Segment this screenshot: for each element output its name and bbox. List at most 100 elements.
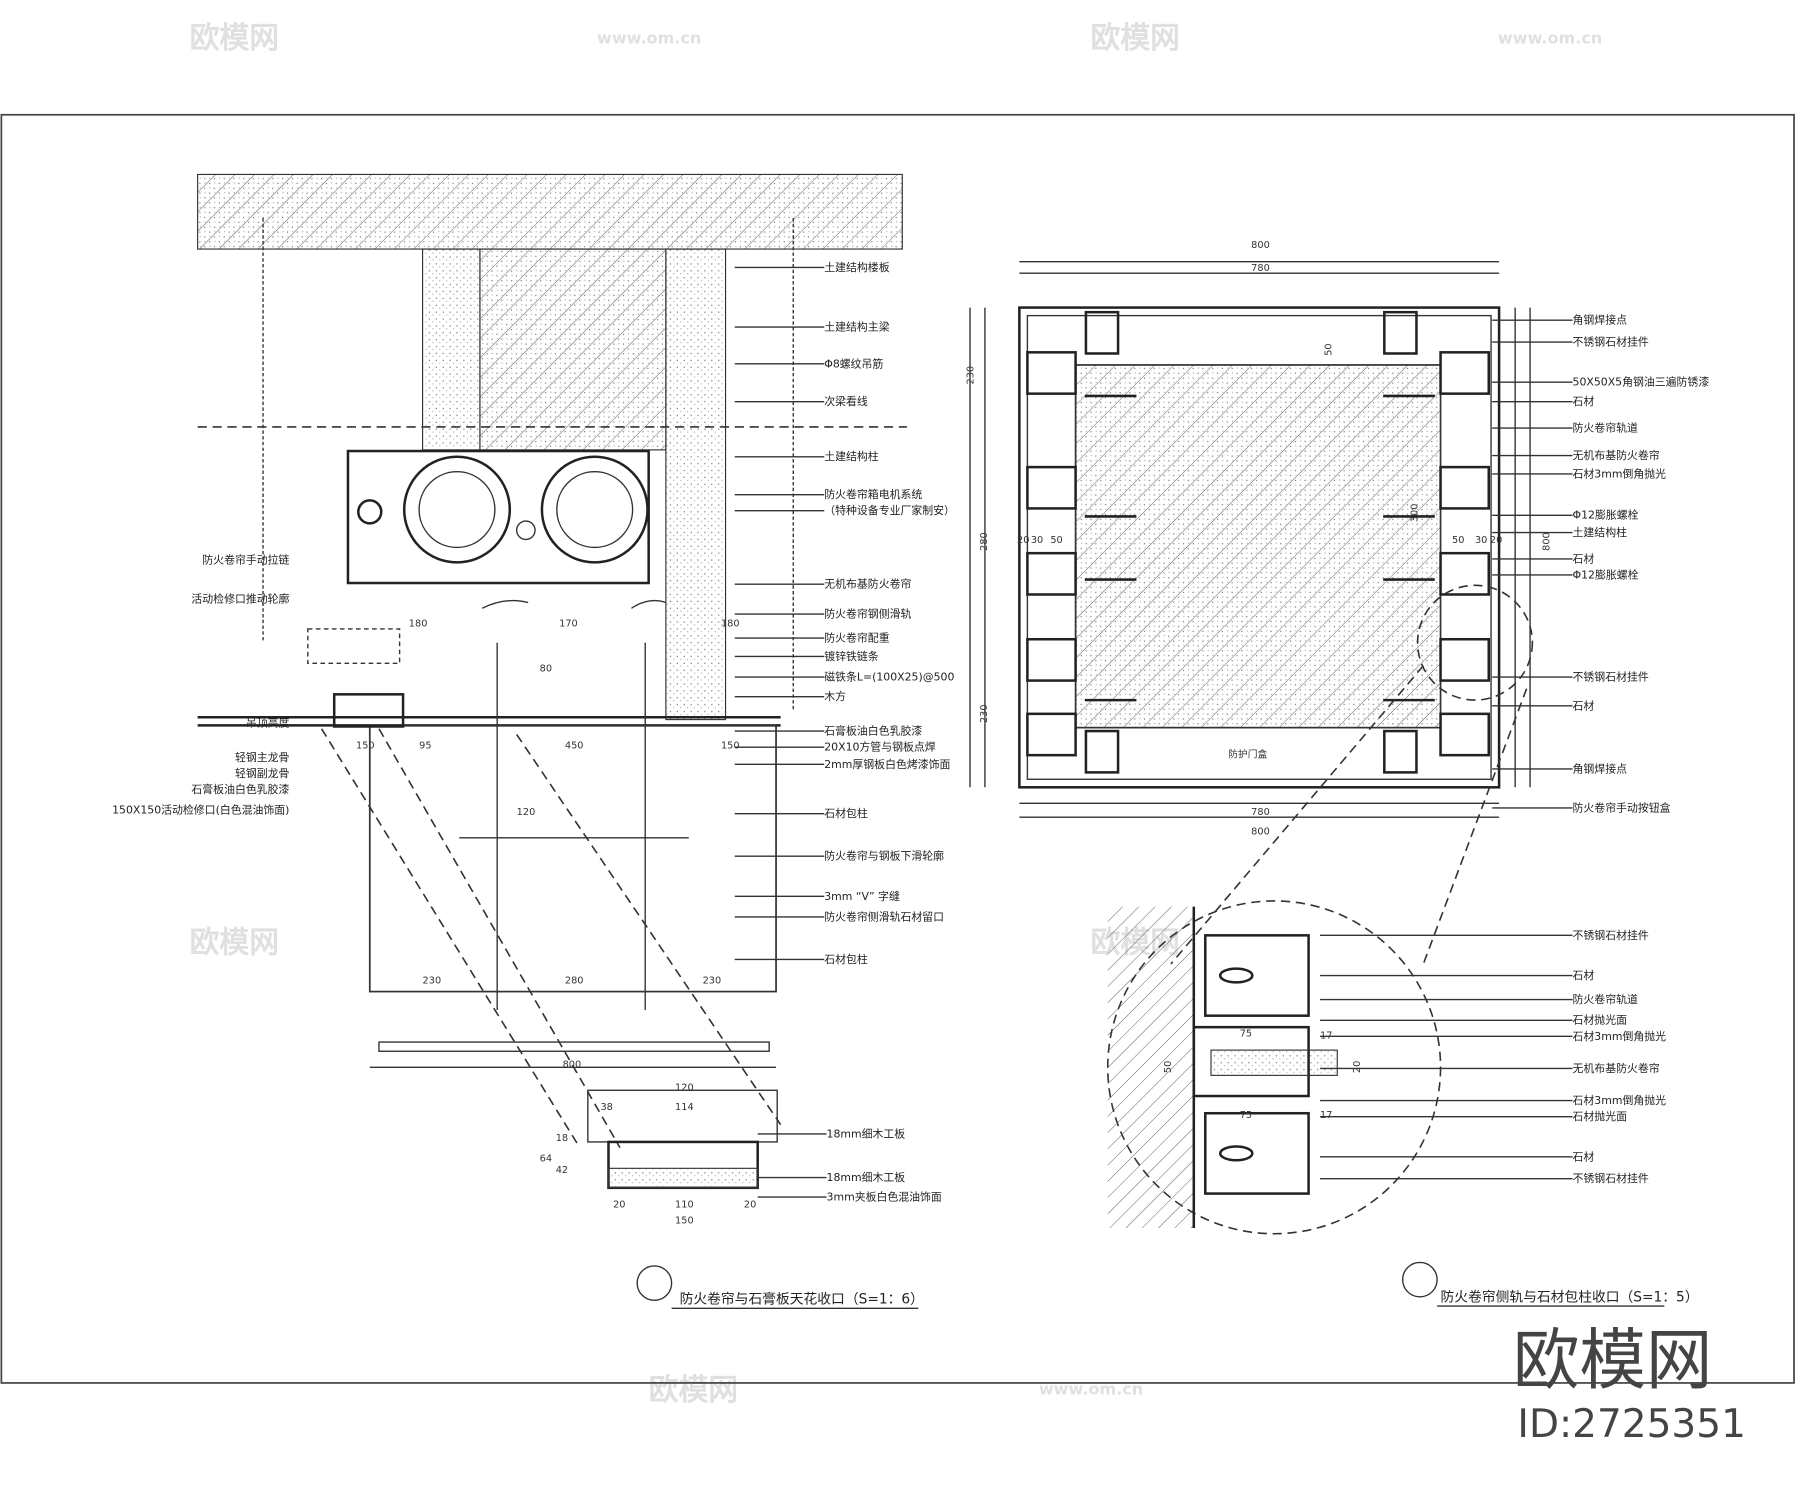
stone-bracket — [1026, 551, 1077, 596]
callout-label: 防火卷帘配重 — [824, 631, 889, 645]
callout-label: 不锈钢石材挂件 — [1573, 928, 1649, 942]
callout-label: 3mm “V” 字缝 — [824, 889, 900, 903]
callout-label: 20X10方管与钢板点焊 — [824, 740, 936, 754]
detail-marker-icon — [636, 1265, 673, 1301]
dim: 80 — [540, 663, 552, 674]
watermark-logo: 欧模网 — [1091, 21, 1180, 56]
dim: 20 — [613, 1199, 625, 1210]
callout-label: 角钢焊接点 — [1573, 761, 1628, 775]
dim: 150 — [721, 740, 740, 751]
dim: 18 — [556, 1133, 568, 1144]
detail-1-title-text: 防火卷帘与石膏板天花收口（S=1：6） — [680, 1291, 924, 1308]
dim: 75 — [1240, 1028, 1252, 1039]
callout-label: 防火卷帘钢侧滑轨 — [824, 606, 911, 620]
callout-label: 石材3mm倒角抛光 — [1573, 1093, 1667, 1107]
dim: 114 — [675, 1102, 694, 1113]
dim: 20 — [1017, 535, 1029, 546]
watermark-logo: 欧模网 — [649, 1373, 738, 1408]
callout-label: 轻钢副龙骨 — [235, 766, 290, 780]
detail-2-labels: 角钢焊接点不锈钢石材挂件50X50X5角钢油三遍防锈漆石材防火卷帘轨道无机布基防… — [1492, 313, 1710, 814]
callout-label: Φ8螺纹吊筋 — [824, 356, 883, 370]
detail-2-title-text: 防火卷帘侧轨与石材包柱收口（S=1：5） — [1441, 1289, 1699, 1305]
stone-bracket — [1439, 351, 1491, 395]
callout-label: 150X150活动检修口(白色混油饰面) — [112, 803, 289, 817]
callout-label: 50X50X5角钢油三遍防锈漆 — [1573, 375, 1710, 389]
callout-label: 石材包柱 — [824, 952, 868, 966]
brand-logo-text: 欧模网 — [1513, 1321, 1713, 1399]
callout-label: 防火卷帘轨道 — [1573, 992, 1638, 1006]
callout-label: 镀锌铁链条 — [824, 649, 879, 663]
callout-label: 不锈钢石材挂件 — [1573, 670, 1649, 684]
callout-label: 土建结构主梁 — [824, 320, 889, 334]
dim: 95 — [419, 740, 431, 751]
callout-label: 石材3mm倒角抛光 — [1573, 1029, 1667, 1043]
callout-label: 石膏板油白色乳胶漆 — [824, 724, 922, 738]
callout-label: 石材3mm倒角抛光 — [1573, 466, 1667, 480]
detail-1-labels-right: 土建结构楼板土建结构主梁Φ8螺纹吊筋次梁看线土建结构柱防火卷帘箱电机系统（特种设… — [734, 260, 955, 966]
stone-bracket — [1439, 712, 1491, 757]
dim: 120 — [675, 1082, 694, 1093]
stone-bracket — [1026, 637, 1077, 682]
dim: 20 — [1490, 535, 1502, 546]
callout-label: 不锈钢石材挂件 — [1573, 1171, 1649, 1185]
callout-label: 木方 — [824, 689, 846, 703]
dim: 800 — [563, 1059, 582, 1070]
callout-label: 无机布基防火卷帘 — [1573, 448, 1660, 462]
watermark-logo: 欧模网 — [190, 21, 279, 56]
sheet-border — [0, 113, 1795, 1384]
callout-label: 轻钢主龙骨 — [235, 750, 290, 764]
callout-label: 石材 — [1573, 1149, 1595, 1163]
callout-label: 3mm夹板白色混油饰面 — [827, 1189, 942, 1203]
dim: 300 — [1410, 504, 1421, 523]
detail-1-dimensions: 180 170 180 150 95 450 150 120 80 230 28… — [356, 619, 756, 1227]
stone-bracket — [1026, 712, 1077, 757]
callout-label: 18mm细木工板 — [827, 1126, 906, 1140]
dim: 230 — [423, 976, 442, 987]
dim: 230 — [979, 704, 990, 723]
stone-bracket — [1026, 465, 1077, 510]
dim: 50 — [1163, 1061, 1174, 1073]
dim: 50 — [1050, 535, 1062, 546]
dim: 280 — [565, 976, 584, 987]
detail-2-title: 防火卷帘侧轨与石材包柱收口（S=1：5） — [1401, 1261, 1699, 1307]
dim: 780 — [1251, 263, 1270, 274]
callout-label: 2mm厚钢板白色烤漆饰面 — [824, 757, 950, 771]
detail-1-labels-left: 防火卷帘手动拉链活动检修口推动轮廓吊顶高度轻钢主龙骨轻钢副龙骨石膏板油白色乳胶漆… — [112, 553, 289, 817]
watermark-url: www.om.cn — [1498, 29, 1602, 48]
dim: 30 — [1031, 535, 1043, 546]
dim: 120 — [517, 807, 536, 818]
callout-label: 磁铁条L=(100X25)@500 — [824, 670, 954, 684]
detail-1-section — [197, 173, 907, 1190]
dim: 42 — [556, 1165, 568, 1176]
callout-label: Φ12膨胀螺栓 — [1573, 508, 1639, 522]
stone-bracket — [1084, 729, 1120, 774]
model-id: ID:2725351 — [1517, 1402, 1745, 1447]
callout-label: 石材抛光面 — [1573, 1109, 1628, 1123]
dim: 170 — [559, 619, 578, 630]
dim: 防护门盒 — [1228, 747, 1267, 760]
callout-label: 次梁看线 — [824, 394, 868, 408]
dim: 50 — [1452, 535, 1464, 546]
callout-label: 不锈钢石材挂件 — [1573, 334, 1649, 348]
dim: 20 — [744, 1199, 756, 1210]
callout-label: 无机布基防火卷帘 — [824, 577, 911, 591]
callout-label: 土建结构楼板 — [824, 260, 889, 274]
dim: 800 — [1251, 240, 1270, 251]
stone-bracket — [1383, 729, 1418, 774]
callout-label: 防火卷帘箱电机系统 — [824, 487, 922, 501]
dim: 110 — [675, 1199, 694, 1210]
dim: 800 — [1542, 532, 1553, 551]
dim: 180 — [721, 619, 740, 630]
dim: 75 — [1240, 1110, 1252, 1121]
dim: 64 — [540, 1153, 552, 1164]
callout-label: 防火卷帘轨道 — [1573, 421, 1638, 435]
watermark-url: www.om.cn — [597, 29, 701, 48]
dim: 30 — [1475, 535, 1487, 546]
stone-bracket — [1084, 310, 1120, 355]
callout-label: 无机布基防火卷帘 — [1573, 1061, 1660, 1075]
callout-label: 防火卷帘侧滑轨石材留口 — [824, 909, 944, 923]
dim: 230 — [965, 366, 976, 385]
watermark-logo: 欧模网 — [190, 926, 279, 961]
